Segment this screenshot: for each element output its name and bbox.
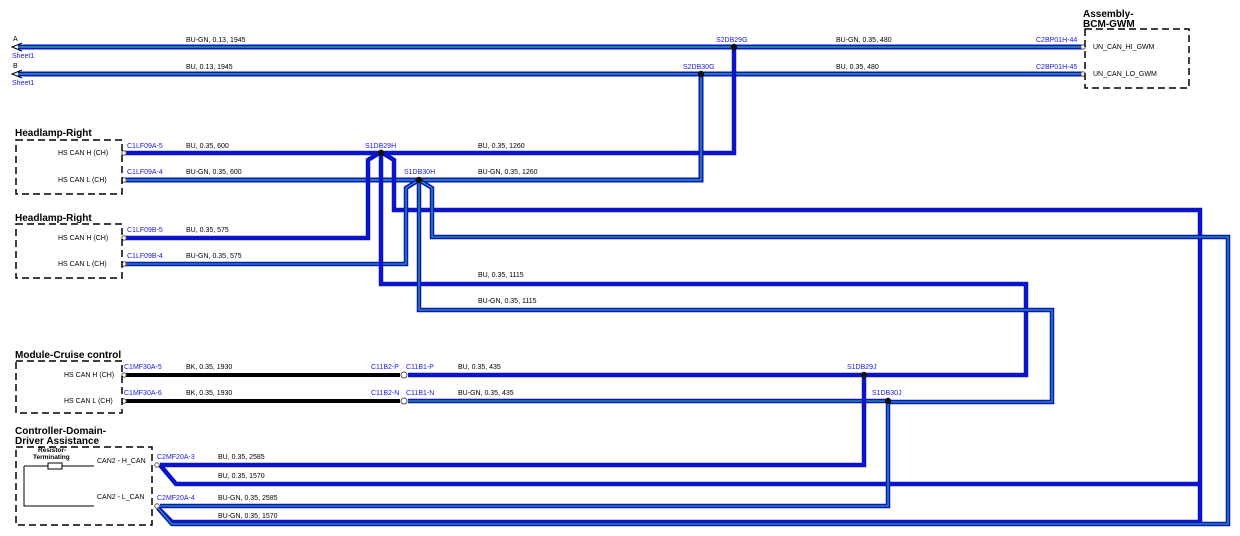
component-cruise-control-box <box>15 360 123 414</box>
bcm-pin-h-label: UN_CAN_HI_GWM <box>1093 44 1155 51</box>
da-pin-l-label: CAN2 - L_CAN <box>97 494 144 501</box>
wire-label-hr1-l-right: BU-GN, 0.35, 1260 <box>478 169 538 176</box>
wire-label-a-left: BU-GN, 0.13, 1945 <box>186 37 246 44</box>
offsheet-arrow-a <box>10 42 23 52</box>
component-headlamp-right-2-box <box>15 223 123 279</box>
connector-label-c11b2n[interactable]: C11B2-N <box>371 390 399 397</box>
wires <box>18 44 1231 527</box>
splice-dot-s1db29h <box>377 149 385 157</box>
component-bcm-title-2: BCM-GWM <box>1083 19 1135 30</box>
wire-s2db29g-drop <box>124 47 737 156</box>
splice-label-s1db30j[interactable]: S1DB30J <box>872 390 902 397</box>
wire-label-hr1-l: BU-GN, 0.35, 600 <box>186 169 242 176</box>
wire-label-mid-bugn: BU-GN, 0.35, 1115 <box>478 298 537 305</box>
offsheet-arrow-b <box>10 69 23 79</box>
wire-label-hr1-h: BU, 0.35, 600 <box>186 143 229 150</box>
connector-label-c2mf20a4[interactable]: C2MF20A-4 <box>157 495 195 502</box>
pin-hr1-h <box>121 150 127 156</box>
splice-dot-s1db30j <box>884 397 892 405</box>
connector-label-c1lf09a4[interactable]: C1LF09A-4 <box>127 169 163 176</box>
splice-dot-s1db30h <box>415 176 423 184</box>
connector-label-c1mf30a6[interactable]: C1MF30A-6 <box>124 390 162 397</box>
inline-connectors <box>121 44 1086 509</box>
connector-label-c1lf09b4[interactable]: C1LF09B-4 <box>127 253 163 260</box>
wire-label-cc-l-bugn: BU-GN, 0.35, 435 <box>458 390 514 397</box>
component-headlamp-right-2-title: Headlamp-Right <box>15 213 92 224</box>
pin-da-h <box>154 462 160 468</box>
component-headlamp-right-1-title: Headlamp-Right <box>15 128 92 139</box>
connector-label-c2bp01h44[interactable]: C2BP01H-44 <box>1036 37 1077 44</box>
wire-label-b-left: BU, 0.13, 1945 <box>186 64 233 71</box>
wire-label-cc-l-bk: BK, 0.35, 1930 <box>186 390 232 397</box>
component-da-title-1: Controller-Domain- <box>15 426 106 437</box>
connector-label-c11b2p[interactable]: C11B2-P <box>371 364 399 371</box>
wire-da-l <box>160 401 891 509</box>
wire-label-da-l: BU-GN, 0.35, 2585 <box>218 495 278 502</box>
splice-dot-s1db29j <box>860 371 868 379</box>
offsheet-b-letter[interactable]: B <box>13 63 18 70</box>
component-headlamp-right-1-box <box>15 139 123 195</box>
wire-label-hr2-h: BU, 0.35, 575 <box>186 227 229 234</box>
connector-label-c1mf30a5[interactable]: C1MF30A-5 <box>124 364 162 371</box>
wire-da-h2 <box>158 463 1200 487</box>
component-cruise-control-title: Module-Cruise control <box>15 350 121 361</box>
cruise-pin-l-label: HS CAN L (CH) <box>64 398 113 405</box>
wire-label-hr2-l: BU-GN, 0.35, 575 <box>186 253 242 260</box>
offsheet-arrows <box>10 42 23 79</box>
wire-hr2-l <box>124 177 1231 527</box>
component-bcm-title-1: Assembly- <box>1083 9 1134 20</box>
splice-dot-s2db29g <box>730 43 738 51</box>
wire-label-hr1-h-right: BU, 0.35, 1260 <box>478 143 525 150</box>
connector-label-c1lf09a5[interactable]: C1LF09A-5 <box>127 143 163 150</box>
pin-da-l <box>154 503 160 509</box>
wire-da-h <box>160 375 867 468</box>
inline-connector-h <box>400 371 408 379</box>
offsheet-b-sheet-link[interactable]: Sheet1 <box>12 80 34 87</box>
pin-cc-h <box>121 372 127 378</box>
wire-label-b-right: BU, 0.35, 480 <box>836 64 879 71</box>
splice-dot-s2db30g <box>697 70 705 78</box>
component-driver-assistance-box <box>15 446 153 526</box>
connector-label-c11b1n[interactable]: C11B1-N <box>406 390 434 397</box>
resistor-symbol <box>23 462 94 507</box>
pin-hr2-h <box>121 235 127 241</box>
connector-label-c1lf09b5[interactable]: C1LF09B-5 <box>127 227 163 234</box>
resistor-label-2: Terminating <box>33 454 70 461</box>
splice-label-s2db30g[interactable]: S2DB30G <box>683 64 715 71</box>
splice-label-s1db30h[interactable]: S1DB30H <box>404 169 435 176</box>
wire-label-mid-bu: BU, 0.35, 1115 <box>478 272 524 279</box>
resistor-label-1: Resistor- <box>38 447 66 454</box>
splice-label-s1db29j[interactable]: S1DB29J <box>847 364 877 371</box>
wire-label-da-l2: BU-GN, 0.35, 1570 <box>218 513 278 520</box>
wire-label-cc-h-bk: BK, 0.35, 1930 <box>186 364 232 371</box>
offsheet-a-letter[interactable]: A <box>13 36 18 43</box>
wire-label-cc-h-bu: BU, 0.35, 435 <box>458 364 501 371</box>
component-bcm-gwm-box <box>1084 28 1190 89</box>
component-da-title-2: Driver Assistance <box>15 436 100 447</box>
headlamp2-pin-h-label: HS CAN H (CH) <box>58 235 108 242</box>
splice-label-s2db29g[interactable]: S2DB29G <box>716 37 748 44</box>
wire-label-a-right: BU-GN, 0.35, 480 <box>836 37 892 44</box>
bcm-pin-l-label: UN_CAN_LO_GWM <box>1093 71 1157 78</box>
wire-s2db30g-drop <box>124 74 704 183</box>
headlamp1-pin-l-label: HS CAN L (CH) <box>58 177 107 184</box>
inline-connector-l <box>400 397 408 405</box>
offsheet-a-sheet-link[interactable]: Sheet1 <box>12 53 34 60</box>
connector-label-c2bp01h45[interactable]: C2BP01H-45 <box>1036 64 1077 71</box>
wire-mid-bugn <box>416 180 1055 405</box>
cruise-pin-h-label: HS CAN H (CH) <box>64 372 114 379</box>
wire-label-da-h: BU, 0.35, 2585 <box>218 454 265 461</box>
splice-label-s1db29h[interactable]: S1DB29H <box>365 143 396 150</box>
headlamp1-pin-h-label: HS CAN H (CH) <box>58 150 108 157</box>
headlamp2-pin-l-label: HS CAN L (CH) <box>58 261 107 268</box>
splices <box>377 43 892 405</box>
connector-label-c2mf20a3[interactable]: C2MF20A-3 <box>157 454 195 461</box>
connector-label-c11b1p[interactable]: C11B1-P <box>406 364 434 371</box>
da-pin-h-label: CAN2 - H_CAN <box>97 458 146 465</box>
wire-mid-bu <box>378 153 1029 378</box>
wire-label-da-h2: BU, 0.35, 1570 <box>218 473 265 480</box>
